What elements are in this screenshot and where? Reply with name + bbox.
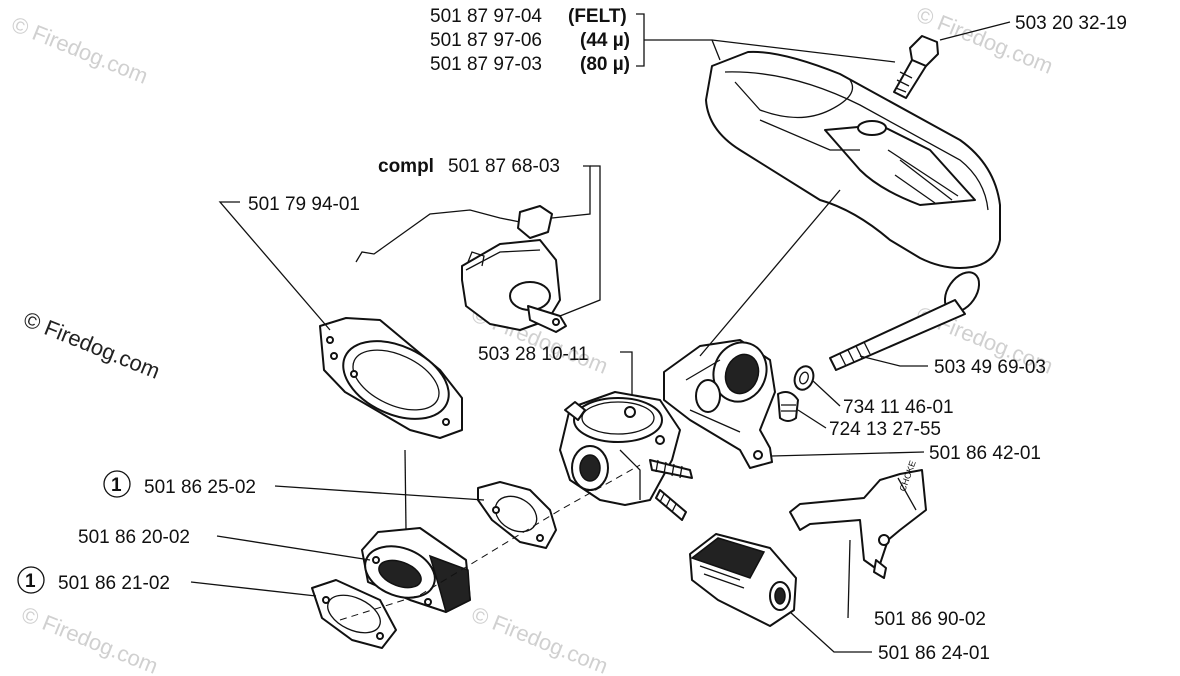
marker-1-text: 1 <box>111 475 122 496</box>
watermark-main: © Firedog.com <box>20 306 163 383</box>
plate-axis <box>404 449 407 531</box>
label-mesh80-tag: (80 µ) <box>580 54 630 75</box>
watermark-top-left: © Firedog.com <box>8 11 151 88</box>
label-mesh80-part: 501 87 97-03 <box>430 54 542 75</box>
label-felt-tag: (FELT) <box>568 6 627 27</box>
top-screw <box>893 35 939 99</box>
label-compl-part: 501 87 68-03 <box>448 156 560 177</box>
carburetor <box>559 391 693 521</box>
adapter-plate <box>319 317 463 439</box>
throttle-assembly <box>355 205 567 333</box>
watermark-bottom-left: © Firedog.com <box>18 601 161 676</box>
watermark-bottom-center: © Firedog.com <box>468 601 611 676</box>
label-holder: 501 86 42-01 <box>929 443 1041 464</box>
choke-lever: CHOKE <box>789 459 927 579</box>
marker-circle-2 <box>17 566 45 594</box>
air-filter-cover <box>705 50 1001 269</box>
label-compl-word: compl <box>378 156 434 177</box>
assembly-axis <box>339 464 641 621</box>
long-bolt <box>829 271 981 371</box>
small-screw <box>777 391 799 422</box>
leader-lines <box>190 13 1011 653</box>
label-washer: 734 11 46-01 <box>843 397 954 418</box>
label-intake: 501 86 20-02 <box>78 527 190 548</box>
filter-block <box>689 533 797 627</box>
label-long-bolt: 503 49 69-03 <box>934 357 1046 378</box>
carburetor-holder <box>663 339 776 469</box>
intake-manifold <box>361 527 471 614</box>
marker-circle-1 <box>103 470 131 498</box>
label-adapter-plate: 501 79 94-01 <box>248 194 360 215</box>
label-small-screw: 724 13 27-55 <box>829 419 941 440</box>
label-mesh44-tag: (44 µ) <box>580 30 630 51</box>
label-mesh44-part: 501 87 97-06 <box>430 30 542 51</box>
washer <box>793 365 815 391</box>
label-gasket-upper: 501 86 25-02 <box>144 477 256 498</box>
marker-2-text: 1 <box>25 571 36 592</box>
part-labels: 501 87 97-04 (FELT) 501 87 97-06 (44 µ) … <box>17 6 1127 664</box>
label-filter-block: 501 86 24-01 <box>878 643 990 664</box>
label-top-screw: 503 20 32-19 <box>1015 13 1127 34</box>
gasket-upper <box>477 481 557 549</box>
label-gasket-lower: 501 86 21-02 <box>58 573 170 594</box>
gasket-lower <box>311 579 397 649</box>
label-carburetor: 503 28 10-11 <box>478 344 589 365</box>
label-felt-part: 501 87 97-04 <box>430 6 542 27</box>
label-choke: 501 86 90-02 <box>874 609 986 630</box>
